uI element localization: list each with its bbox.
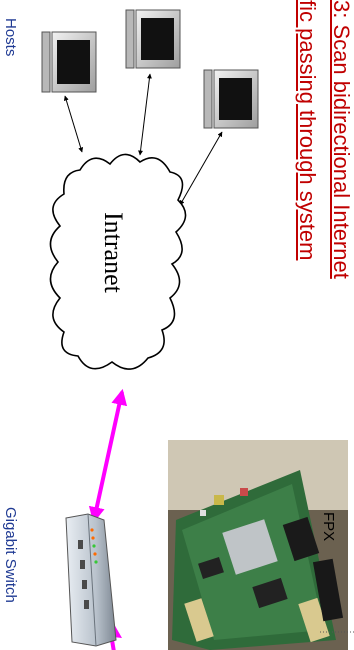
computer-icon [126,10,180,68]
connector-arrow [65,96,82,152]
gigabit-switch-label: Gigabit Switch [2,507,18,603]
intranet-label: Intranet [98,212,128,293]
hosts-label: Hosts [2,18,18,56]
connector-arrow [180,132,222,205]
slide-title-line-2: fic passing through system [294,0,320,260]
computer-icon [42,32,96,92]
switch-device-icon [66,514,116,646]
slide-title-line-1: 3: Scan bidirectional Internet [328,0,354,279]
magenta-link-arrow [94,392,122,520]
fpx-label: FPX [320,512,336,541]
computer-icon [204,70,258,128]
connector-arrow [140,74,150,155]
fpx-board-photo [168,440,348,650]
